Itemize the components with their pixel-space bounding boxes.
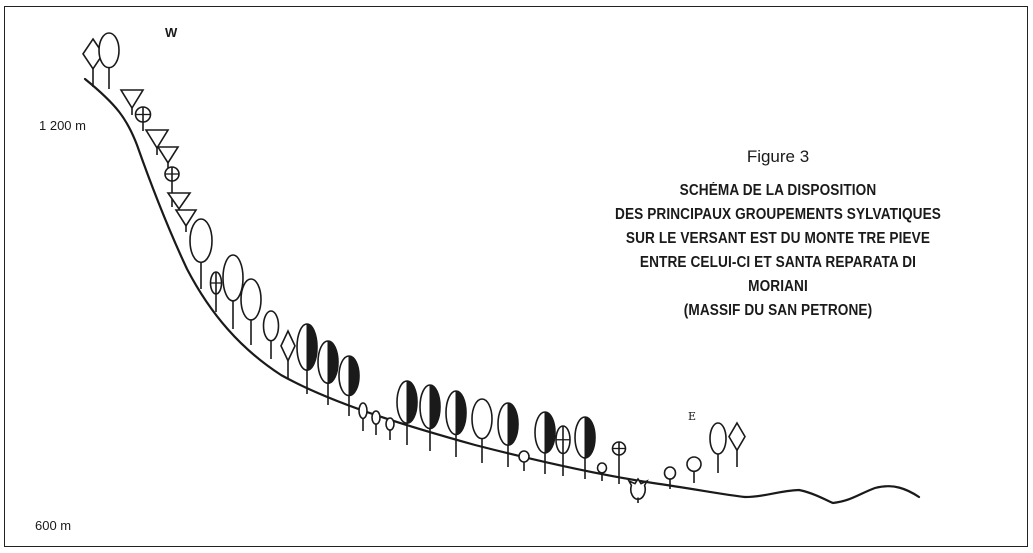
ground-profile [83,77,921,505]
figure-title-line: DES PRINCIPAUX GROUPEMENTS SYLVATIQUES [615,206,941,223]
half-tree [574,416,596,479]
slope-profile-diagram [82,32,921,505]
oval-tree [189,218,213,289]
crossoval-tree [209,271,223,312]
cross-tree [164,166,180,207]
figure-title-line: SCHÉMA DE LA DISPOSITION [679,182,877,199]
figure-caption: Figure 3 SCHÉMA DE LA DISPOSITION DES PR… [588,147,968,323]
diamond-tree [728,421,746,467]
smalloval-tree [385,417,395,440]
half-tree [534,411,556,474]
west-label: W [165,25,178,40]
triangle-tree [174,209,198,232]
triangle-tree [156,146,180,169]
figure-frame: W E 1 200 m 600 m Figure 3 SCHÉMA DE LA … [4,6,1028,547]
oval-tree [98,32,120,89]
half-tree [396,380,418,445]
half-tree [317,340,339,405]
diamond-tree [280,329,296,379]
half-tree [296,323,318,394]
figure-title-line: SUR LE VERSANT EST DU MONTE TRE PIEVE [625,230,931,247]
oval-tree [222,254,244,329]
figure-number: Figure 3 [746,147,810,166]
figure-title: SCHÉMA DE LA DISPOSITION DES PRINCIPAUX … [588,179,968,323]
cross-tree [611,441,627,484]
altitude-top-label: 1 200 m [39,118,86,133]
half-tree [419,384,441,451]
smalloval-tree [371,410,381,435]
oval-tree [240,278,262,345]
smalloval-tree [686,456,702,483]
half-tree [497,402,519,467]
figure-title-line: ENTRE CELUI-CI ET SANTA REPARATA DI MORI… [639,254,917,295]
oval-tree [262,310,280,359]
smalloval-tree [663,466,677,489]
crown-tree [627,477,649,503]
crossoval-tree [555,425,571,476]
vegetation-symbols [82,32,746,503]
east-label: E [688,410,697,423]
oval-tree [709,422,727,473]
oval-tree [471,398,493,463]
figure-title-line: (MASSIF DU SAN PETRONE) [683,302,873,319]
triangle-tree [144,129,170,155]
ground-line [83,77,921,505]
half-tree [445,390,467,457]
smalloval-tree [518,450,530,471]
smalloval-tree [358,402,368,431]
smalloval-tree [596,462,608,481]
half-tree [338,355,360,416]
triangle-tree [119,89,145,115]
cross-tree [134,106,152,131]
altitude-bottom-label: 600 m [35,518,72,533]
